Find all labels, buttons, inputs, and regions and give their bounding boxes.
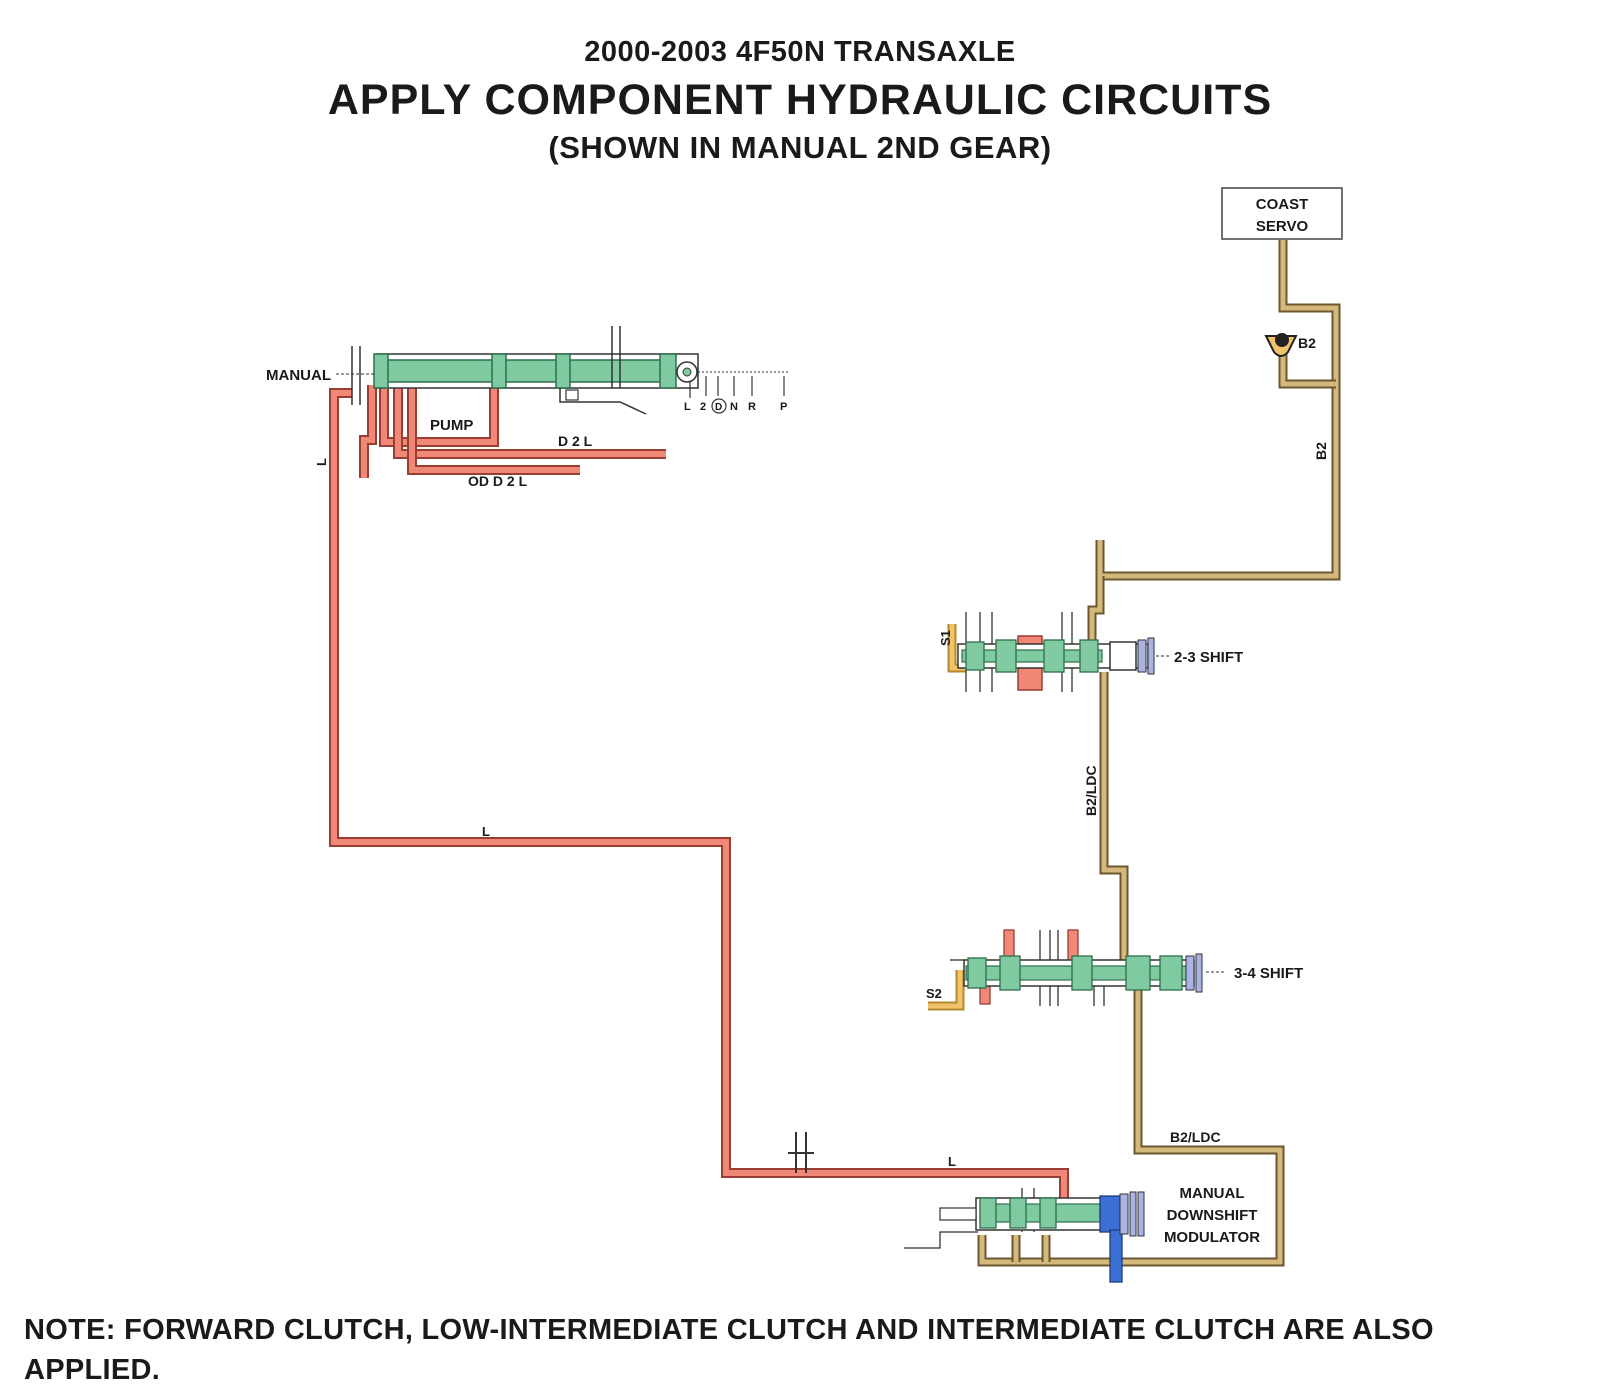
footnote-line-1: NOTE: FORWARD CLUTCH, LOW-INTERMEDIATE C…: [24, 1314, 1434, 1346]
b2-servo-feed: [1095, 240, 1341, 581]
b2ldc-path-upper: [1099, 672, 1129, 960]
coast-servo-label-1: COAST: [1256, 196, 1309, 213]
shift-valve-23: [947, 612, 1170, 692]
line-label-bottom: L: [948, 1154, 956, 1169]
selector-position: R: [748, 401, 756, 413]
s2-label: S2: [926, 986, 942, 1001]
check-ball-label: B2: [1298, 335, 1316, 351]
line-label-middle: L: [482, 824, 490, 839]
selector-position: L: [684, 401, 691, 413]
d2l-label: D 2 L: [558, 433, 593, 449]
shift-23-label: 2-3 SHIFT: [1174, 649, 1243, 666]
pump-label: PUMP: [430, 417, 473, 434]
selector-position: 2: [700, 401, 706, 413]
selector-position: P: [780, 401, 787, 413]
b2-circuit-label: B2: [1313, 442, 1329, 460]
selector-positions: L 2 D N R P: [684, 398, 787, 414]
b2ldc-label-horizontal: B2/LDC: [1170, 1129, 1221, 1145]
footnote: NOTE: FORWARD CLUTCH, LOW-INTERMEDIATE C…: [24, 1310, 1584, 1390]
diagram-subtitle: 2000-2003 4F50N TRANSAXLE: [584, 36, 1016, 68]
manual-downshift-modulator: [904, 1188, 1145, 1283]
coast-servo: COAST SERVO: [1221, 187, 1343, 240]
selector-position: D: [715, 402, 722, 413]
line-label-vertical: L: [314, 458, 329, 466]
modulator-label-1: MANUAL: [1180, 1185, 1245, 1202]
manual-valve: [336, 326, 790, 415]
footnote-line-2: APPLIED.: [24, 1354, 161, 1386]
s1-label: S1: [938, 630, 953, 646]
b2ldc-label-vertical: B2/LDC: [1083, 765, 1099, 816]
modulator-label-2: DOWNSHIFT: [1167, 1207, 1258, 1224]
modulator-label-3: MODULATOR: [1164, 1229, 1260, 1246]
line-pressure-circuit: [329, 385, 1069, 1200]
selector-position: N: [730, 401, 738, 413]
b2-circuit: [977, 240, 1341, 1267]
manual-valve-label: MANUAL: [266, 367, 331, 384]
shift-valve-34: [928, 929, 1226, 1011]
check-ball-b2: B2: [1264, 333, 1316, 357]
diagram-title: APPLY COMPONENT HYDRAULIC CIRCUITS: [327, 76, 1273, 124]
coast-servo-label-2: SERVO: [1256, 218, 1309, 235]
selector-position-current-circle: [711, 398, 727, 414]
shift-34-label: 3-4 SHIFT: [1234, 965, 1303, 982]
line-pressure-path: [329, 388, 1069, 1200]
odd2l-label: OD D 2 L: [468, 473, 528, 489]
diagram-caption: (SHOWN IN MANUAL 2ND GEAR): [548, 130, 1052, 165]
